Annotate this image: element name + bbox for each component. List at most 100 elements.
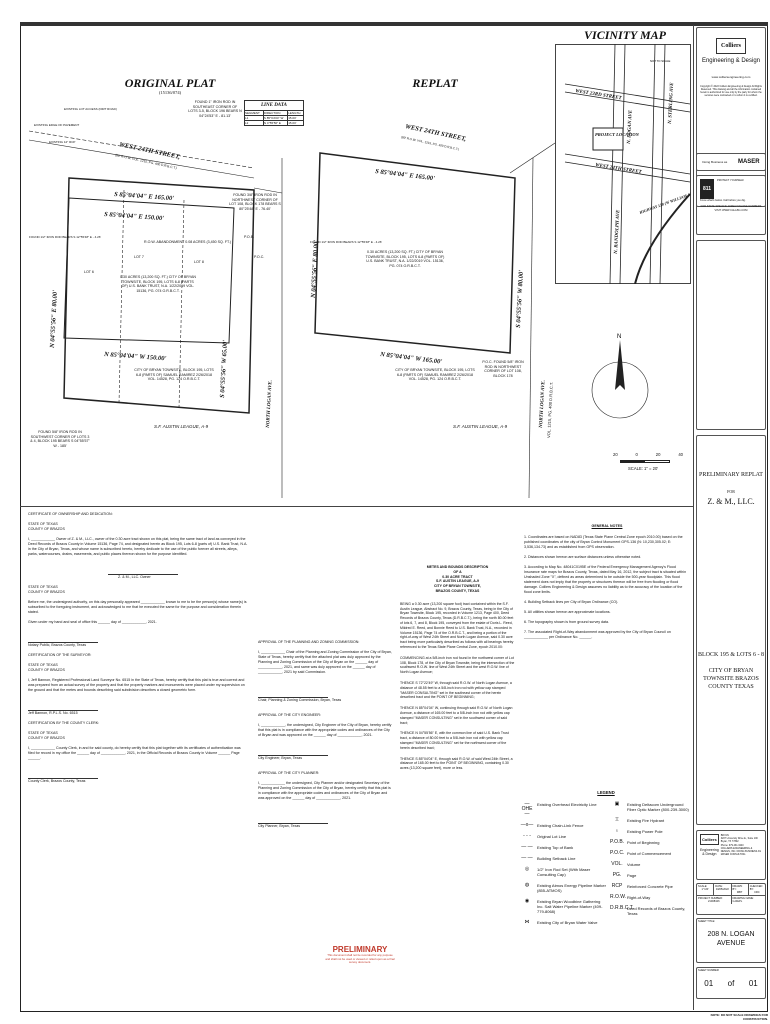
pz-title: APPROVAL OF THE PLANNING AND ZONING COMM… (258, 640, 360, 644)
replat-title: REPLAT (412, 76, 458, 90)
legend-label: 1/2" Iron Rod Set (With Maser Consulting… (537, 866, 591, 877)
sheet-total: 01 (748, 979, 758, 988)
clerk-text: I, ____________ County Clerk, in and for… (28, 746, 241, 760)
sheet-top-bar (20, 22, 768, 26)
firm-box: Colliers Engineering & Design www.collie… (696, 27, 766, 207)
sheet-title-box: SHEET TITLE: 208 N. LOGAN AVENUE (696, 918, 766, 963)
owner-name: Z. & M., LLC. (707, 497, 755, 506)
general-notes-title: GENERAL NOTES (591, 524, 623, 528)
date-value: 04/05/2022 (715, 888, 729, 891)
vicinity-street: N. LOGAN AVE (627, 109, 634, 145)
vicinity-map-title: VICINITY MAP (584, 28, 666, 42)
legend-symbol-icon: ◎ (524, 865, 530, 872)
project-title-box: PRELIMINARY REPLAT FOR Z. & M., LLC. BLO… (696, 435, 766, 825)
know-text: Know what's below. Call before you dig. (700, 199, 746, 202)
replat-bearing-left: N 04°55'56" E 80.00' (310, 240, 320, 299)
legend-item: ◎ 1/2" Iron Rod Set (With Maser Consultin… (520, 865, 606, 877)
legend-symbol-icon: ♁ (615, 827, 619, 834)
firm-name: Engineering & Design (701, 58, 761, 64)
meta-box: SCALE:1"=20' DATE:04/05/2022 DRAWN BY:MB… (696, 883, 766, 915)
replat-south-tract: CITY OF BRYAN TOWNSITE, BLOCK 195, LOTS … (395, 368, 475, 382)
protect-label: PROTECT YOURSELF (717, 179, 744, 182)
project-location-box (592, 127, 624, 151)
phone-note: FOR STATE SPECIFIC DIRECT PHONE NUMBERS … (700, 205, 762, 212)
sheet-number: 01 (704, 979, 714, 988)
row-abandonment: R.O.W. ABANDONMENT 0.08 ACRES (3,450 SQ.… (144, 240, 231, 244)
legend-symbol-icon: —OHE— (521, 800, 533, 817)
legend-item: ◍ Existing Atmos Energy Pipeline Marker (… (520, 881, 606, 893)
north-arrow-icon: N (591, 334, 649, 419)
edge-pavement-label: EXISTING EDGE OF PAVEMENT (34, 123, 79, 127)
replat-bearing-top: S 85°04'04" E 165.00' (375, 168, 436, 182)
legend-symbol-icon: —x— (520, 821, 534, 828)
replat-drawing: WEST 24TH STREET, S 85°04'04" E 165.00' … (310, 123, 555, 499)
clerk-title: CERTIFICATION BY THE COUNTY CLERK: (28, 721, 100, 725)
legend-item: ▣Existing Deltacom Underground Fiber Opt… (610, 801, 692, 812)
vicinity-street: N. STERLING AVE (668, 82, 675, 125)
legend-symbol-icon: R.O.W. (610, 893, 627, 900)
vicinity-street: WEST 23RD STREET (575, 89, 623, 101)
legend-item: ♖Existing Fire Hydrant (610, 817, 692, 823)
scale-bar (620, 460, 670, 463)
owner-signature: Z. & M., LLC. Owner (118, 575, 151, 579)
bearing-left: N 04°55'56" E 80.00' (49, 290, 59, 349)
legend-item: ♁Existing Power Pole (610, 827, 692, 834)
legend-item: ◉Existing Bryan Woodbine Gathering Inc. … (520, 898, 606, 914)
notary-text: Before me, the undersigned authority, on… (28, 600, 247, 614)
poc-label: P.O.C. (254, 255, 264, 259)
legend-label: Page (627, 872, 637, 878)
replat-tract-label: 0.30 ACRES (13,200 SQ. FT.) CITY OF BRYA… (365, 250, 445, 268)
planner-text: I, ____________ the undersigned, City Pl… (258, 781, 391, 800)
legend-title: LEGEND (597, 790, 615, 795)
found-38-label: FOUND 3/8" IRON ROD IN NORTHWEST CORNER … (229, 193, 281, 211)
legend-label: Existing Top of Bank (537, 844, 574, 850)
surveyor-title: CERTIFICATION OF THE SURVEYOR: (28, 653, 92, 657)
copyright-text: Copyright © 2022 Colliers Engineering & … (700, 85, 762, 97)
for-label: FOR (727, 489, 735, 494)
planner-signature: City Planner, Bryan, Texas (258, 824, 301, 828)
dba-label: Doing Business as (702, 160, 728, 164)
legend-symbol-icon: D.R.B.C.T. (610, 904, 634, 911)
bearing-inner: S 85°04'04" E 150.00' (104, 211, 165, 222)
pz-signature: Chair, Planning & Zoning Commission, Bry… (258, 698, 342, 702)
legend-item: —OHE—Existing Overhead Electricity Line (520, 800, 606, 817)
original-plat-subtitle: (15136/074) (158, 90, 182, 95)
replat-bearing-right: S 04°55'56" W 80.00' (515, 270, 525, 328)
legend-label: Existing Atmos Energy Pipeline Marker (8… (537, 882, 606, 893)
engineer-title: APPROVAL OF THE CITY ENGINEER: (258, 713, 321, 717)
ownership-title: CERTIFICATE OF OWNERSHIP AND DEDICATION: (28, 512, 113, 516)
found-58-label: FOUND 5/8" IRON ROD IN SOUTHWEST CORNER … (30, 430, 90, 448)
section-divider (20, 506, 693, 507)
sheet-title: 208 N. LOGAN AVENUE (707, 931, 755, 947)
legend-label: Existing Bryan Woodbine Gathering Inc. S… (537, 898, 603, 914)
legend-item: VOL.Volume (610, 861, 692, 867)
lot6-label: LOT 6 (84, 270, 94, 274)
legend-label: Building Setback Line (537, 855, 576, 861)
call811-box: 811 PROTECT YOURSELF Know what's below. … (696, 175, 766, 235)
replat-bearing-bottom: N 85°04'04" W 165.00' (379, 351, 443, 366)
pz-text: I, ____________ Chair of the Planning an… (258, 650, 392, 674)
preliminary-text: PRELIMINARY (332, 945, 388, 954)
legend-item: R.O.W.Right-of-Way (610, 893, 692, 900)
rcp-label: EXISTING 12" RCP (49, 140, 75, 144)
legend-label: Deed Records of Brazos County, Texas (627, 905, 686, 916)
legend-label: Point of Commencement (627, 850, 672, 856)
bearing-top: S 85°04'04" E 165.00' (114, 191, 175, 202)
block-lots: BLOCK 195 & LOTS 6 - 8 (698, 652, 764, 658)
svg-text:N: N (617, 334, 621, 340)
lot7-label: LOT 7 (134, 255, 144, 259)
found-1in-label: FOUND 1" IRON ROD IN SOUTHEAST CORNER OF… (188, 100, 242, 118)
general-notes: GENERAL NOTES 1. Coordinates are based o… (524, 524, 690, 640)
original-plat-drawing: WEST 24TH STREET, S 85°04'04" E 165.00' … (28, 107, 283, 498)
legend-symbol-icon: ⋈ (524, 918, 530, 925)
planner-title: APPROVAL OF THE CITY PLANNER: (258, 771, 320, 775)
pob-label: P.O.B. (244, 235, 254, 239)
legend-symbol-icon: ◍ (524, 881, 530, 888)
replat-league-label: S.F. AUSTIN LEAGUE, A-9 (453, 424, 508, 429)
metes-title: METES AND BOUNDS DESCRIPTION OF A 0.30 A… (426, 565, 489, 593)
